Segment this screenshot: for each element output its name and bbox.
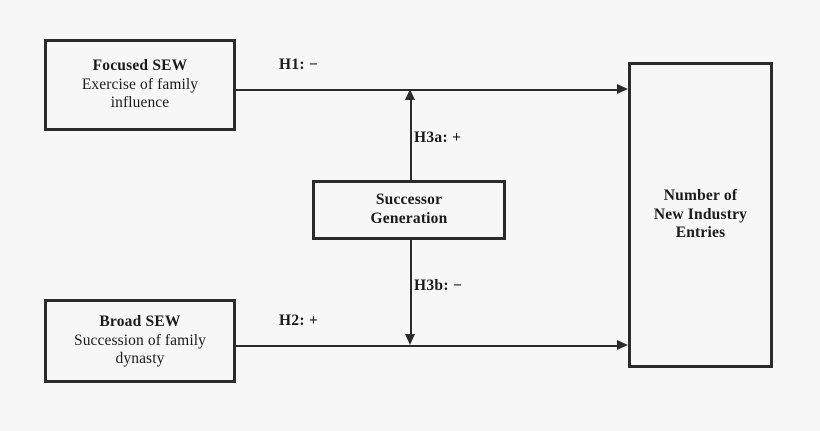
edge-h2-line [236,345,617,347]
edge-h3b-label: H3b: − [414,277,463,294]
node-broad-sew: Broad SEW Succession of family dynasty [44,299,236,383]
edge-h3a-arrowhead-icon [404,89,415,100]
edge-h1-label: H1: − [279,56,319,73]
node-successor-generation: Successor Generation [312,180,506,240]
node-successor-generation-title-line-1: Successor [375,191,443,209]
node-focused-sew-subtitle-line-2: influence [110,94,170,112]
node-focused-sew: Focused SEW Exercise of family influence [44,39,236,131]
node-broad-sew-title: Broad SEW [99,312,181,330]
node-successor-generation-title-line-2: Generation [370,210,448,227]
edge-h3b-arrowhead-icon [404,334,415,345]
edge-h2-label: H2: + [279,312,319,329]
edge-h1-line [236,89,617,91]
edge-h1-arrowhead-icon [617,83,628,94]
edge-h3a-line [410,99,412,180]
node-new-industry-entries: Number of New Industry Entries [628,62,773,368]
edge-h3a-label: H3a: + [414,129,462,146]
node-focused-sew-subtitle-line-1: Exercise of family [81,75,199,93]
node-broad-sew-subtitle-line-2: dynasty [115,350,165,368]
node-new-industry-entries-title-line-1: Number of [663,186,738,204]
edge-h2-arrowhead-icon [617,339,628,350]
node-broad-sew-subtitle-line-1: Succession of family [73,331,206,349]
node-focused-sew-title: Focused SEW [92,56,188,74]
node-new-industry-entries-title-line-2: New Industry [653,205,748,223]
node-new-industry-entries-title-line-3: Entries [675,224,726,242]
edge-h3b-line [410,240,412,335]
